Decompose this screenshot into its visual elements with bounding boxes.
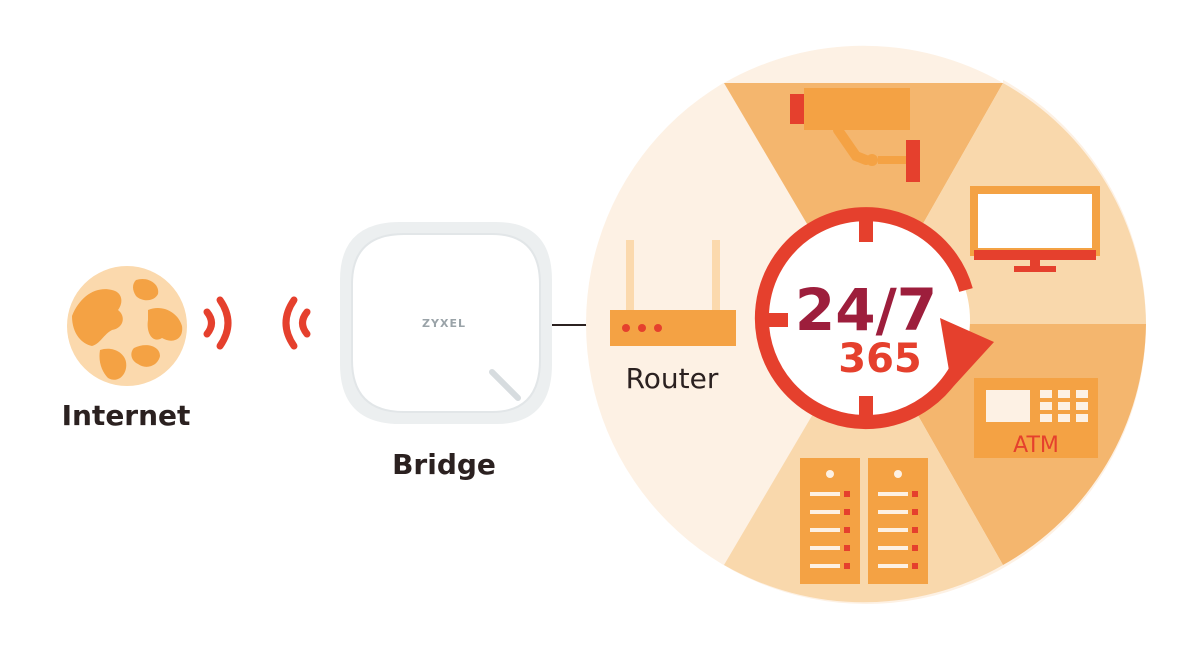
bridge-device-icon: ZYXEL bbox=[340, 222, 552, 424]
security-camera-icon bbox=[790, 88, 920, 182]
wifi-signal-icon bbox=[203, 296, 311, 350]
globe-icon bbox=[67, 266, 187, 386]
internet-label: Internet bbox=[62, 399, 191, 432]
bridge-label: Bridge bbox=[392, 448, 496, 481]
monitor-icon bbox=[970, 186, 1100, 272]
router-icon bbox=[610, 240, 736, 346]
atm-icon: ATM bbox=[974, 378, 1098, 458]
hours-label: 24/7 bbox=[795, 276, 937, 344]
refresh-cycle-icon bbox=[754, 207, 994, 430]
brand-logo: ZYXEL bbox=[422, 317, 466, 330]
atm-label: ATM bbox=[1013, 433, 1059, 458]
router-label: Router bbox=[626, 362, 719, 395]
server-icon bbox=[800, 458, 928, 584]
days-label: 365 bbox=[838, 336, 922, 382]
